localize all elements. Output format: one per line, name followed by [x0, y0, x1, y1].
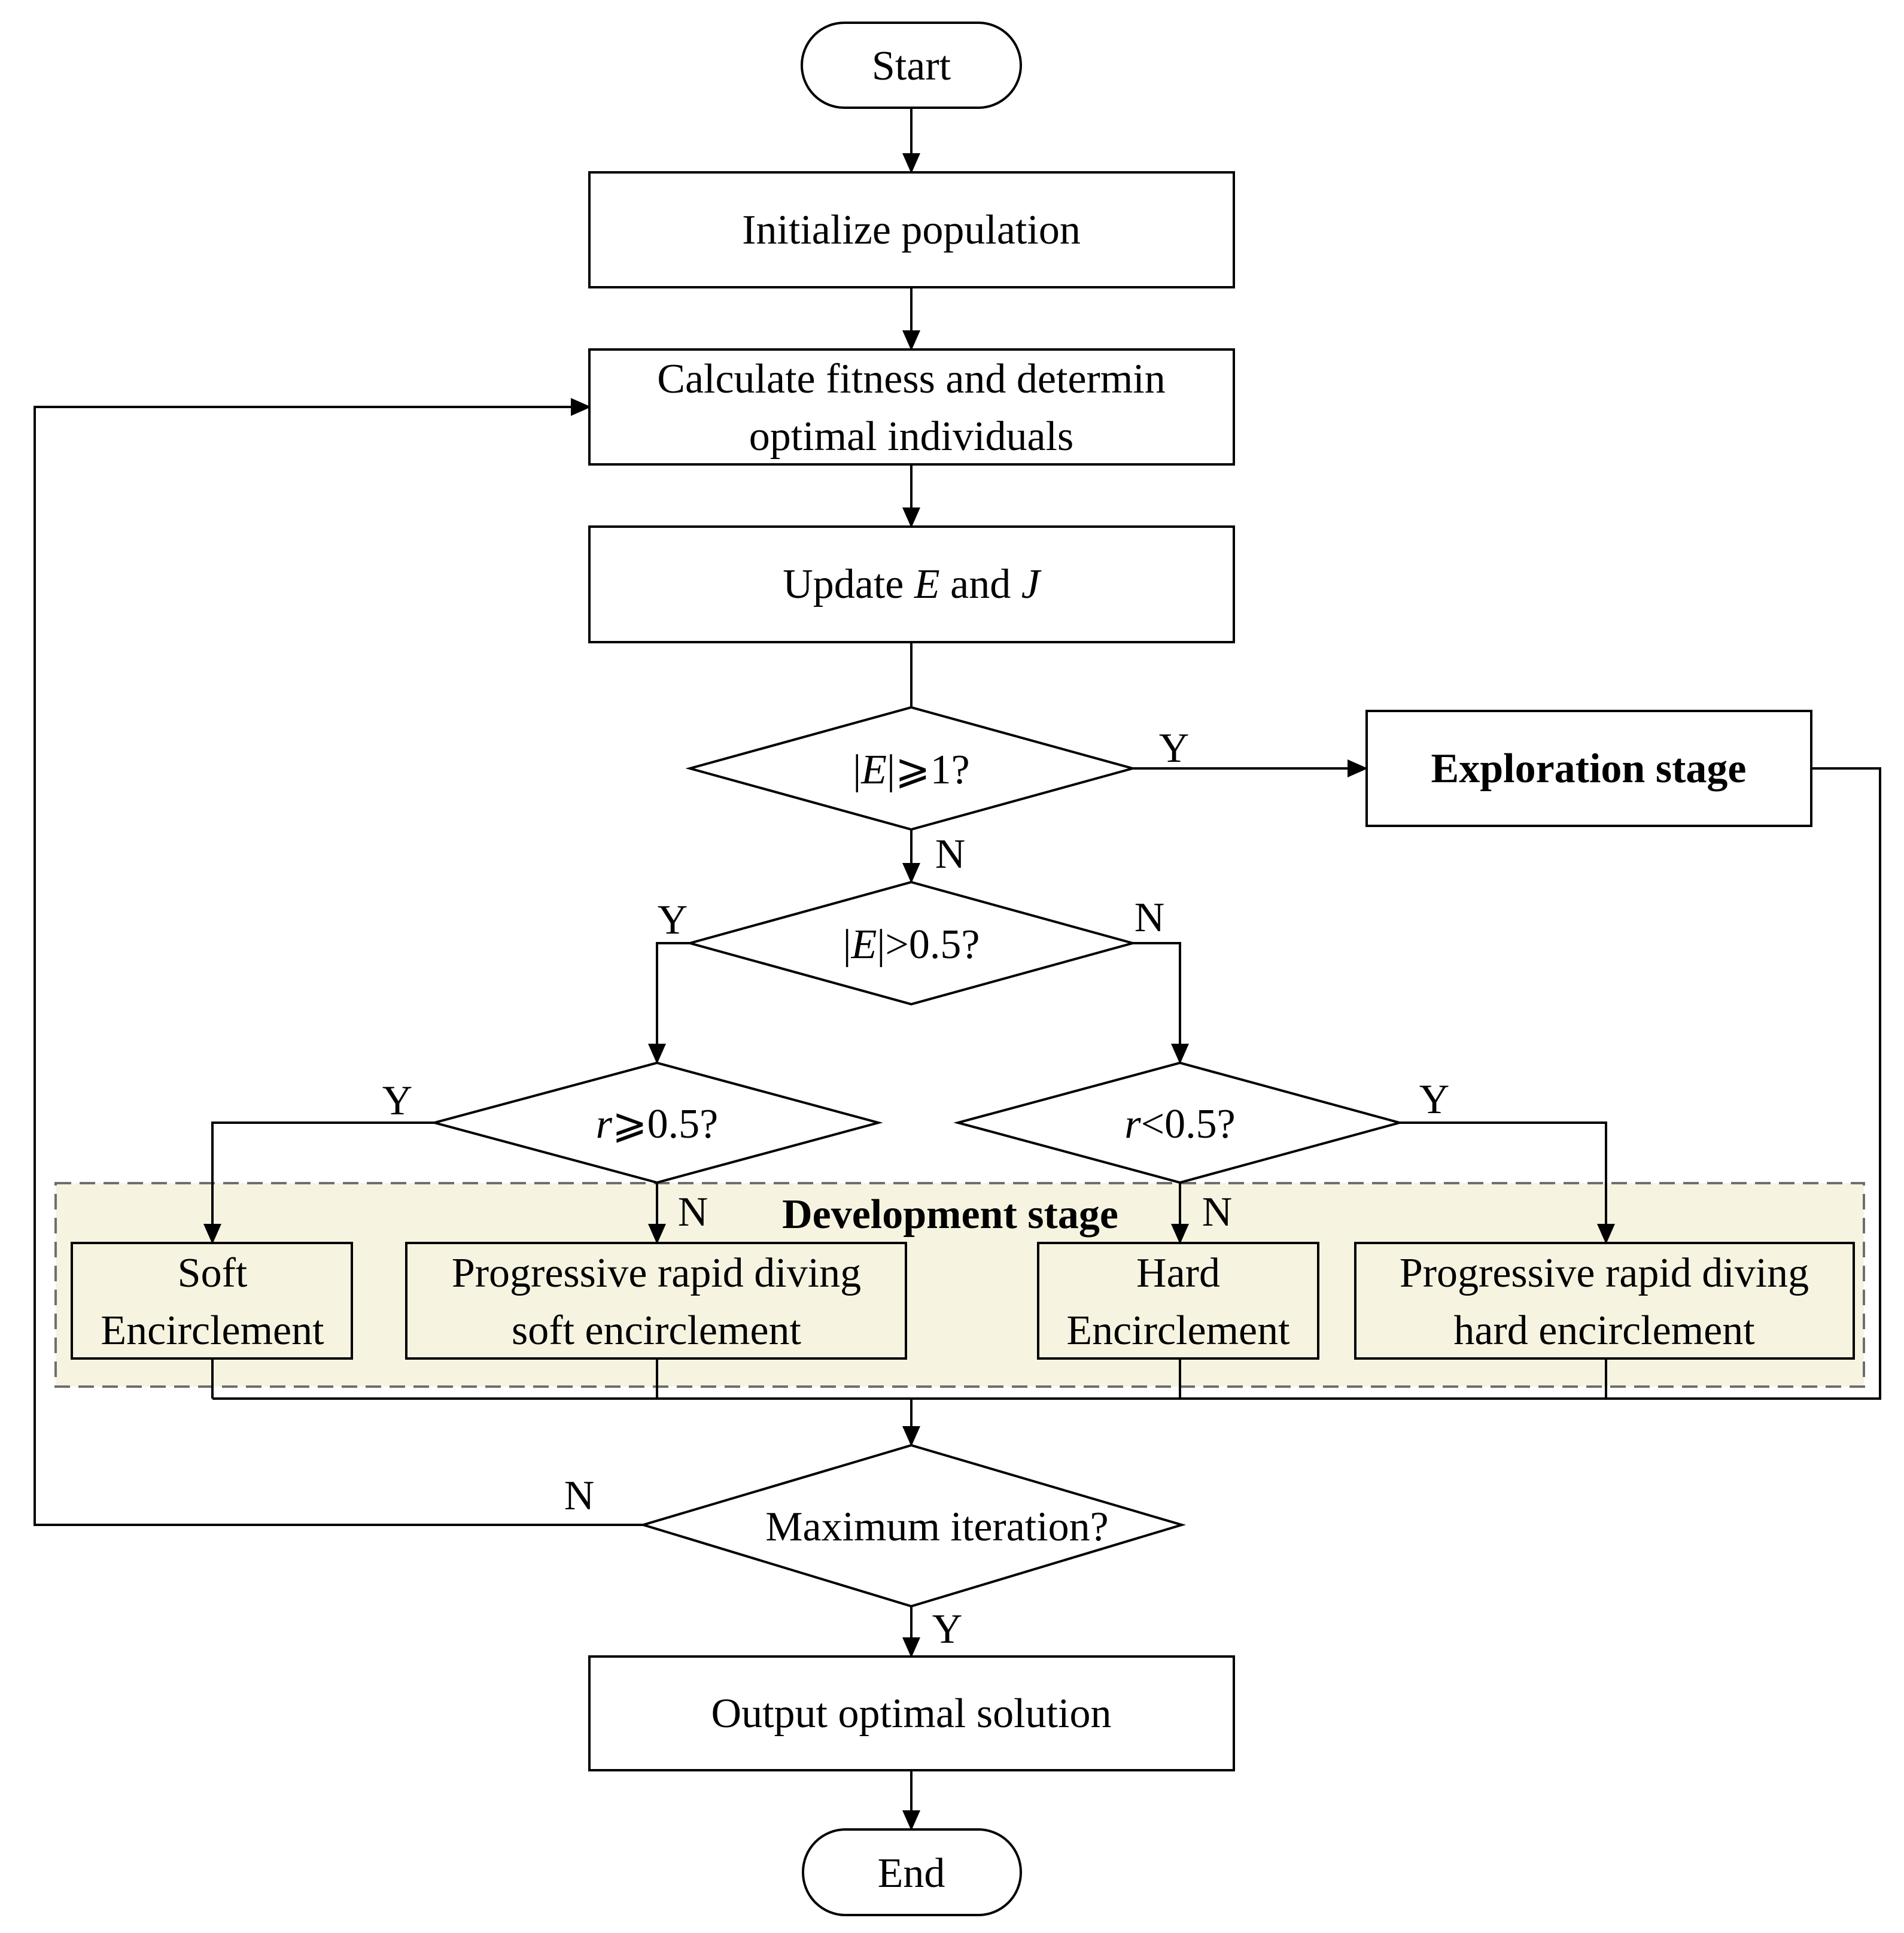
init-label: Initialize population [742, 207, 1081, 253]
output-label: Output optimal solution [711, 1691, 1112, 1737]
decision-r-lt-05-label: r<0.5? [1124, 1101, 1235, 1147]
development-stage-label: Development stage [782, 1192, 1118, 1238]
edge-maxiter-loop [34, 398, 643, 1526]
decision-e-gt-05-label: |E|>0.5? [843, 922, 980, 968]
label-rge-no: N [678, 1189, 708, 1235]
end-label: End [878, 1850, 945, 1896]
update-process: Update E and J [588, 525, 1235, 643]
prd-soft-encirclement-line2: soft encirclement [512, 1308, 802, 1354]
init-process: Initialize population [588, 171, 1235, 288]
prd-soft-encirclement-box: Progressive rapid diving soft encircleme… [405, 1242, 907, 1360]
update-label: Update E and J [783, 561, 1041, 607]
edge-labels: Y N Y N Y N Y N N Y [382, 725, 1450, 1652]
edge-e05-rlt [1132, 942, 1189, 1064]
edge-rge-soft [203, 1121, 434, 1244]
label-max-yes: Y [932, 1606, 963, 1652]
edge-rlt-prdh [1400, 1121, 1615, 1244]
label-max-no: N [564, 1473, 595, 1519]
hard-encirclement-box: Hard Encirclement [1037, 1242, 1319, 1360]
start-label: Start [872, 43, 951, 89]
hard-encirclement-line2: Encirclement [1066, 1308, 1290, 1354]
calc-label-line2: optimal individuals [749, 414, 1073, 460]
exploration-stage-box: Exploration stage [1365, 710, 1812, 827]
prd-hard-encirclement-box: Progressive rapid diving hard encircleme… [1354, 1242, 1855, 1360]
label-rge-yes: Y [382, 1078, 413, 1124]
label-e1-no: N [935, 831, 966, 877]
label-e05-no: N [1135, 895, 1165, 941]
calc-label-line1: Calculate fitness and determin [657, 356, 1165, 402]
decision-e-ge-1: |E|⩾1? [685, 706, 1137, 831]
decision-max-iteration: Maximum iteration? [639, 1443, 1187, 1608]
label-rlt-no: N [1202, 1189, 1233, 1235]
prd-hard-encirclement-line1: Progressive rapid diving [1400, 1250, 1809, 1296]
prd-hard-encirclement-line2: hard encirclement [1453, 1308, 1755, 1354]
decision-r-lt-05: r<0.5? [953, 1061, 1404, 1184]
output-process: Output optimal solution [588, 1655, 1235, 1771]
soft-encirclement-box: Soft Encirclement [71, 1242, 353, 1360]
start-terminal: Start [801, 22, 1022, 109]
decision-max-iteration-label: Maximum iteration? [765, 1504, 1108, 1550]
soft-encirclement-line2: Encirclement [101, 1308, 324, 1354]
decision-r-ge-05-label: r⩾0.5? [596, 1101, 718, 1147]
decision-e-gt-05: |E|>0.5? [685, 880, 1137, 1006]
edge-e05-rge [648, 942, 691, 1064]
decision-r-ge-05: r⩾0.5? [430, 1061, 883, 1184]
decision-e-ge-1-label: |E|⩾1? [853, 747, 970, 793]
edge-exploration-merge [911, 767, 1881, 1400]
label-e05-yes: Y [658, 897, 688, 943]
calc-process: Calculate fitness and determin optimal i… [588, 348, 1235, 466]
connectors [34, 108, 1881, 1831]
prd-soft-encirclement-line1: Progressive rapid diving [452, 1250, 861, 1296]
hard-encirclement-line1: Hard [1136, 1250, 1220, 1296]
label-e1-yes: Y [1159, 725, 1190, 771]
end-terminal: End [802, 1828, 1022, 1916]
soft-encirclement-line1: Soft [178, 1250, 248, 1296]
exploration-stage-label: Exploration stage [1431, 746, 1747, 792]
label-rlt-yes: Y [1419, 1077, 1450, 1123]
